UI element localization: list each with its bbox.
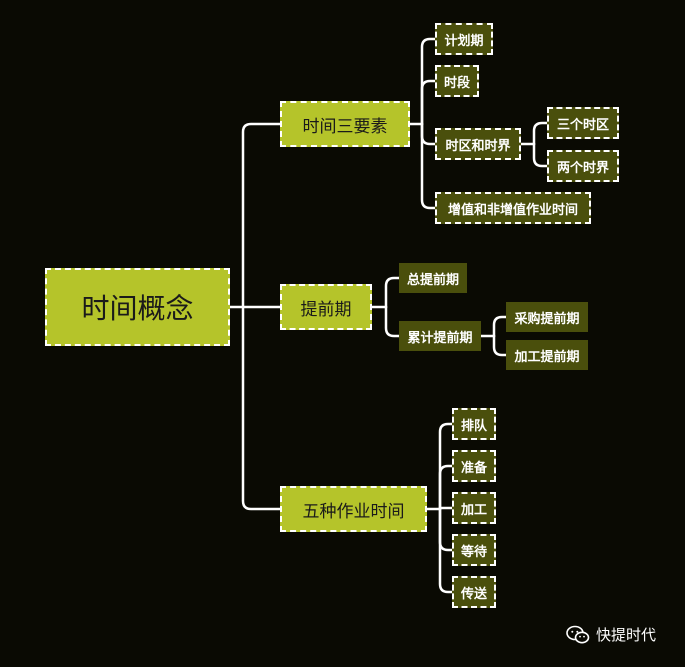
leaf-cumulative-lead-time[interactable]: 累计提前期 [399,321,481,351]
leaf-waiting[interactable]: 等待 [452,534,496,566]
connector-line [532,121,549,146]
leaf-transfer[interactable]: 传送 [452,576,496,608]
connector-line [420,122,437,146]
connector-line [241,122,282,309]
branch-five-operation-times[interactable]: 五种作业时间 [280,486,427,532]
branch-time-elements[interactable]: 时间三要素 [280,101,410,147]
connector-line [241,305,282,511]
leaf-processing-lead-time[interactable]: 加工提前期 [506,340,588,370]
connector-line [492,315,508,338]
connector-line [532,142,549,168]
leaf-three-zones[interactable]: 三个时区 [547,107,619,139]
leaf-time-zone-fence[interactable]: 时区和时界 [435,128,521,160]
leaf-total-lead-time[interactable]: 总提前期 [399,263,467,293]
connector-line [492,334,508,357]
leaf-queue[interactable]: 排队 [452,408,496,440]
root-node[interactable]: 时间概念 [45,268,230,346]
connector-line [438,507,454,552]
connector-line [384,276,401,309]
connector-line [438,422,454,511]
wechat-icon [566,625,590,643]
leaf-time-bucket[interactable]: 时段 [435,65,479,97]
watermark: 快提时代 [566,624,656,645]
leaf-processing[interactable]: 加工 [452,492,496,524]
connector-line [438,464,454,511]
connector-line [420,122,437,210]
connector-line [438,507,454,594]
leaf-purchasing-lead-time[interactable]: 采购提前期 [506,302,588,332]
leaf-value-added-time[interactable]: 增值和非增值作业时间 [435,192,591,224]
leaf-two-fences[interactable]: 两个时界 [547,150,619,182]
branch-lead-time[interactable]: 提前期 [280,284,372,330]
leaf-planning-horizon[interactable]: 计划期 [435,23,493,55]
connector-line [384,305,401,338]
watermark-text: 快提时代 [596,626,657,644]
leaf-setup[interactable]: 准备 [452,450,496,482]
connector-line [420,79,437,126]
connector-line [420,37,437,126]
